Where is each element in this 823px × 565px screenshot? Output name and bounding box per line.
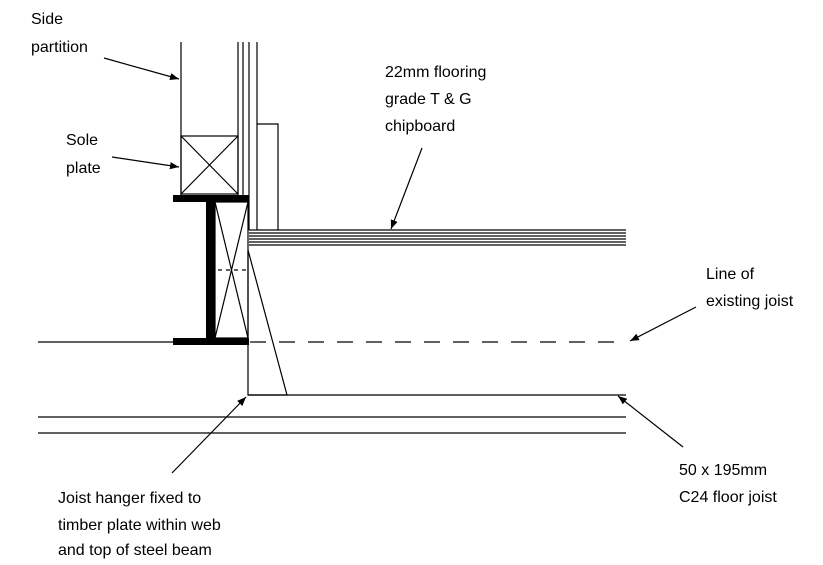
floor-joist-leader bbox=[617, 395, 684, 448]
skirting-board bbox=[257, 123, 279, 230]
side-partition-line-2: partition bbox=[31, 39, 88, 56]
sole-plate-leader bbox=[111, 156, 180, 170]
floor-joist-label: 50 x 195mm C24 floor joist bbox=[679, 462, 777, 506]
side-partition-line-1: Side bbox=[31, 11, 63, 28]
existing-joist-label: Line of existing joist bbox=[706, 266, 794, 310]
existing-joist-line-1: Line of bbox=[706, 266, 755, 283]
flooring-line-3: chipboard bbox=[385, 118, 455, 135]
flooring-line-1: 22mm flooring bbox=[385, 64, 486, 81]
steel-beam-web bbox=[206, 202, 215, 338]
flooring-label: 22mm flooring grade T & G chipboard bbox=[385, 64, 491, 135]
timber-plate-cross-2 bbox=[214, 201, 249, 339]
existing-joist-line-2: existing joist bbox=[706, 293, 794, 310]
flooring-line-2: grade T & G bbox=[385, 91, 472, 108]
flooring-leader bbox=[390, 147, 423, 230]
joist-hanger-label: Joist hanger fixed to timber plate withi… bbox=[58, 490, 225, 559]
floor-joist-line-1: 50 x 195mm bbox=[679, 462, 767, 479]
steel-beam-top-flange bbox=[173, 195, 249, 202]
sole-plate-label: Sole plate bbox=[66, 132, 102, 177]
steel-beam bbox=[173, 195, 249, 345]
joist-hanger-line-3: and top of steel beam bbox=[58, 542, 212, 559]
joist-hanger-line-2: timber plate within web bbox=[58, 517, 221, 534]
sole-plate-line-1: Sole bbox=[66, 132, 98, 149]
side-partition-label: Side partition bbox=[31, 11, 88, 56]
floor-joist-line-2: C24 floor joist bbox=[679, 489, 777, 506]
joist-hanger bbox=[247, 249, 288, 396]
steel-beam-bottom-flange bbox=[173, 338, 249, 345]
sole-plate bbox=[180, 135, 239, 195]
sole-plate-line-2: plate bbox=[66, 160, 101, 177]
existing-joist-leader bbox=[629, 306, 697, 342]
joist-hanger-line-1: Joist hanger fixed to bbox=[58, 490, 201, 507]
side-partition-leader bbox=[103, 57, 180, 81]
sole-plate-cross-2 bbox=[180, 135, 239, 195]
joist-hanger-leader bbox=[171, 396, 247, 474]
